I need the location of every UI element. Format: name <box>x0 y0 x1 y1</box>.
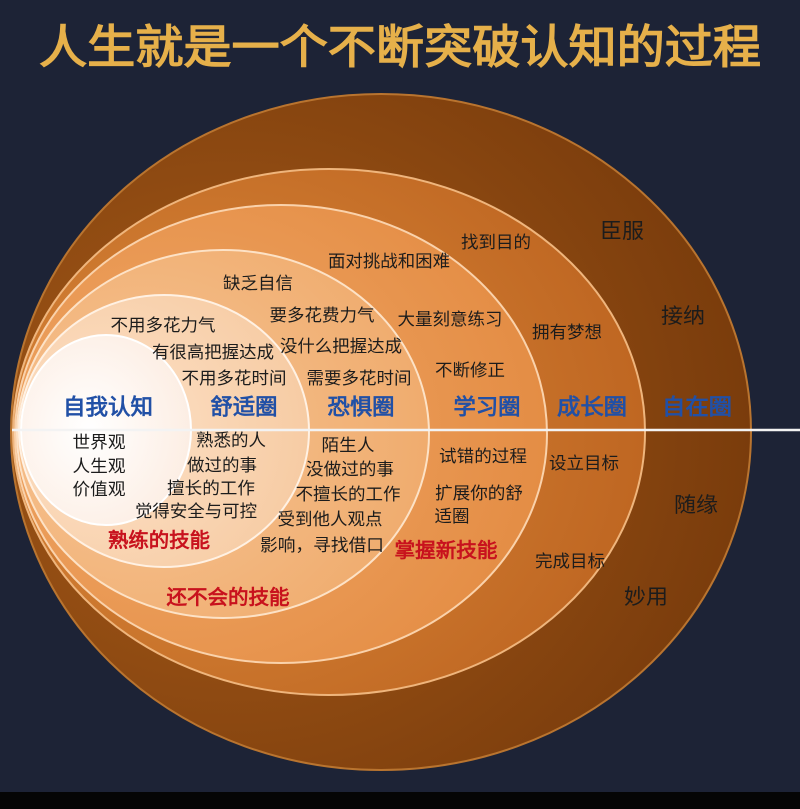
fear-lower-item-1: 陌生人 <box>322 436 375 456</box>
label-fear-zone: 恐惧圈 <box>328 395 395 421</box>
fear-lower-item-2: 没做过的事 <box>306 460 394 480</box>
label-growth-zone: 成长圈 <box>557 396 627 421</box>
comfort-lower-item-1: 熟悉的人 <box>196 430 266 451</box>
learning-lower-item-2: 扩展你的舒 <box>435 484 523 504</box>
fear-upper-item-3: 没什么把握达成 <box>280 337 402 357</box>
comfort-lower-item-3: 擅长的工作 <box>167 479 255 499</box>
growth-lower-item-1: 设立目标 <box>549 454 619 474</box>
freedom-upper-item-2: 接纳 <box>661 304 705 328</box>
fear-upper-item-4: 需要多花时间 <box>307 369 412 389</box>
comfort-upper-item-1: 不用多花力气 <box>111 316 216 336</box>
fear-upper-item-2: 要多花费力气 <box>270 306 375 326</box>
freedom-upper-item-1: 臣服 <box>600 219 644 243</box>
page-title: 人生就是一个不断突破认知的过程 <box>39 20 761 74</box>
learning-lower-item-1: 试错的过程 <box>439 447 527 467</box>
fear-lower-item-4: 受到他人观点 <box>278 510 383 530</box>
freedom-lower-item-2: 妙用 <box>624 585 668 609</box>
fear-upper-item-1: 缺乏自信 <box>223 274 293 294</box>
growth-upper-item-2: 拥有梦想 <box>532 323 602 343</box>
growth-lower-item-2: 完成目标 <box>535 552 605 572</box>
comfort-lower-item-4: 觉得安全与可控 <box>135 502 257 522</box>
label-freedom-zone: 自在圈 <box>662 395 732 421</box>
learning-upper-item-3: 不断修正 <box>435 361 505 381</box>
comfort-upper-item-2: 有很高把握达成 <box>152 343 274 363</box>
label-self-awareness: 自我认知 <box>63 395 153 421</box>
comfort-skill-label: 熟练的技能 <box>108 528 210 552</box>
learning-lower-item-3: 适圈 <box>435 507 470 527</box>
label-learning-zone: 学习圈 <box>454 395 521 421</box>
self-lower-item-3: 价值观 <box>73 480 126 500</box>
bottom-bar <box>0 792 800 809</box>
learning-upper-item-2: 大量刻意练习 <box>398 310 503 330</box>
self-lower-item-2: 人生观 <box>73 457 126 477</box>
fear-skill-label: 还不会的技能 <box>165 585 289 609</box>
comfort-lower-item-2: 做过的事 <box>187 456 257 476</box>
freedom-lower-item-1: 随缘 <box>674 493 718 517</box>
learning-upper-item-1: 面对挑战和困难 <box>328 252 450 272</box>
label-comfort-zone: 舒适圈 <box>211 395 278 421</box>
fear-lower-item-3: 不擅长的工作 <box>296 485 401 505</box>
comfort-upper-item-3: 不用多花时间 <box>182 369 287 389</box>
growth-upper-item-1: 找到目的 <box>461 233 531 253</box>
self-lower-item-1: 世界观 <box>73 433 126 453</box>
fear-lower-item-5: 影响，寻找借口 <box>260 536 384 556</box>
learning-skill-label: 掌握新技能 <box>395 538 498 562</box>
